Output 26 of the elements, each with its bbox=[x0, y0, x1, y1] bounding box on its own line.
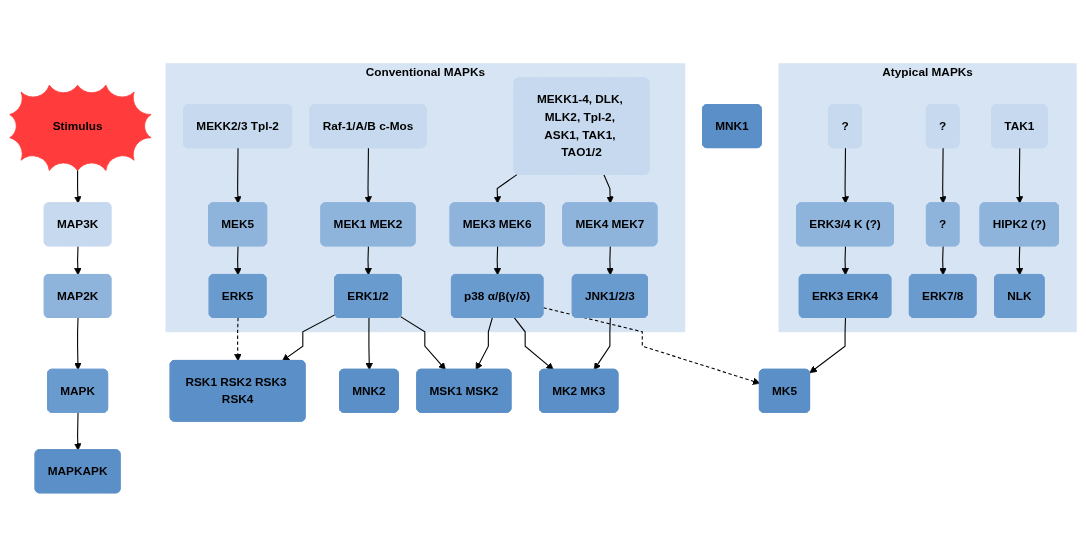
arrow bbox=[603, 174, 614, 204]
arrow bbox=[841, 147, 849, 204]
arrow bbox=[939, 245, 947, 276]
arrow bbox=[282, 314, 336, 362]
arrow bbox=[841, 245, 849, 276]
arrow bbox=[606, 245, 614, 276]
arrow bbox=[542, 307, 761, 386]
arrow bbox=[74, 317, 82, 371]
arrow bbox=[364, 147, 372, 204]
arrow bbox=[1015, 245, 1024, 276]
arrow bbox=[74, 412, 82, 451]
arrow bbox=[234, 245, 242, 276]
arrow bbox=[493, 245, 502, 276]
arrow bbox=[939, 147, 947, 204]
arrow bbox=[234, 317, 242, 362]
arrow bbox=[493, 174, 518, 204]
arrow bbox=[809, 317, 847, 374]
arrow bbox=[234, 147, 242, 204]
arrow bbox=[475, 317, 493, 371]
arrow bbox=[365, 317, 373, 371]
arrow bbox=[513, 317, 554, 371]
arrow bbox=[593, 317, 611, 371]
arrow bbox=[364, 245, 372, 276]
arrow bbox=[1015, 147, 1024, 204]
arrow bbox=[74, 245, 82, 276]
arrow bbox=[400, 316, 446, 371]
